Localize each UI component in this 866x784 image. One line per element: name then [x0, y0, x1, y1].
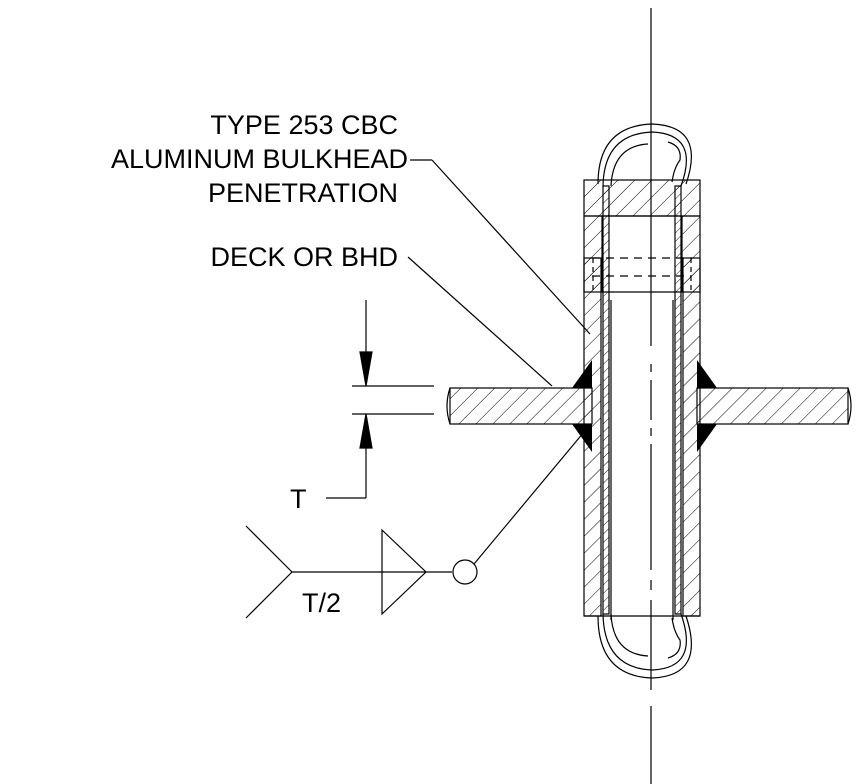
- cable-tube: [597, 123, 693, 679]
- deck-plate: [446, 387, 852, 425]
- penetration-leader: [410, 159, 591, 335]
- thickness-dimension: [326, 300, 434, 499]
- penetration-label-line1: TYPE 253 CBC: [210, 110, 398, 140]
- weld-symbol: [245, 431, 585, 619]
- penetration-sleeve: [583, 179, 701, 617]
- deck-label: DECK OR BHD: [210, 242, 398, 272]
- penetration-label-line2: ALUMINUM BULKHEAD: [111, 144, 408, 174]
- thickness-label: T: [290, 484, 307, 514]
- deck-leader: [407, 256, 553, 387]
- weld-size-label: T/2: [302, 588, 341, 618]
- penetration-label-line3: PENETRATION: [208, 178, 398, 208]
